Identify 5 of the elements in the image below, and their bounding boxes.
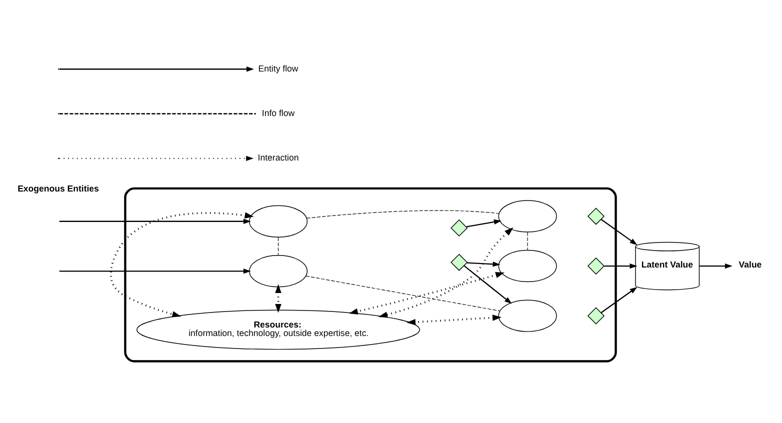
label: Exogenous Entities (18, 183, 99, 194)
legend-label: Entity flow (258, 63, 298, 74)
legend-label: Info flow (262, 108, 295, 118)
legend-label: Interaction (258, 152, 299, 163)
node-text: Value (738, 260, 762, 270)
